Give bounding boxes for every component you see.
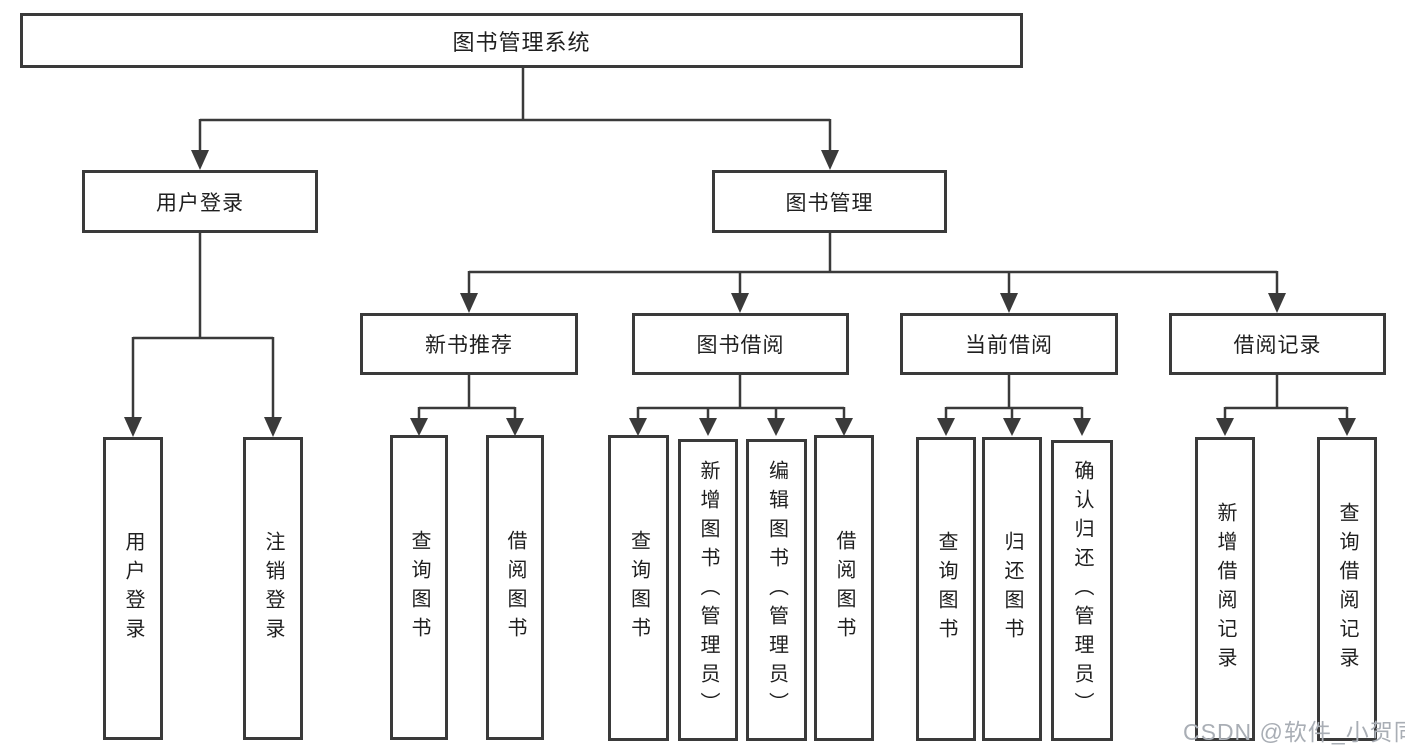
node-new-book-recommend: 新书推荐	[360, 313, 578, 375]
leaf-current-return-books: 归还图书	[982, 437, 1042, 741]
node-current-borrow: 当前借阅	[900, 313, 1118, 375]
leaf-borrow-edit-books: 编辑图书（管理员）	[746, 439, 807, 741]
node-book-borrow: 图书借阅	[632, 313, 849, 375]
node-library-management-system: 图书管理系统	[20, 13, 1023, 68]
leaf-user-login: 用户登录	[103, 437, 163, 740]
leaf-borrow-borrow-books: 借阅图书	[814, 435, 874, 741]
leaf-current-query-books: 查询图书	[916, 437, 976, 741]
leaf-records-query-record: 查询借阅记录	[1317, 437, 1377, 741]
leaf-current-confirm-return: 确认归还（管理员）	[1051, 440, 1113, 741]
leaf-borrow-add-books: 新增图书（管理员）	[678, 439, 738, 741]
leaf-recommend-query-books: 查询图书	[390, 435, 448, 740]
leaf-logout: 注销登录	[243, 437, 303, 740]
leaf-records-add-record: 新增借阅记录	[1195, 437, 1255, 741]
node-user-login: 用户登录	[82, 170, 318, 233]
csdn-watermark: CSDN @软件_小贺同学	[1183, 719, 1405, 745]
node-book-management: 图书管理	[712, 170, 947, 233]
leaf-borrow-query-books: 查询图书	[608, 435, 669, 741]
leaf-recommend-borrow-books: 借阅图书	[486, 435, 544, 740]
node-borrow-records: 借阅记录	[1169, 313, 1386, 375]
